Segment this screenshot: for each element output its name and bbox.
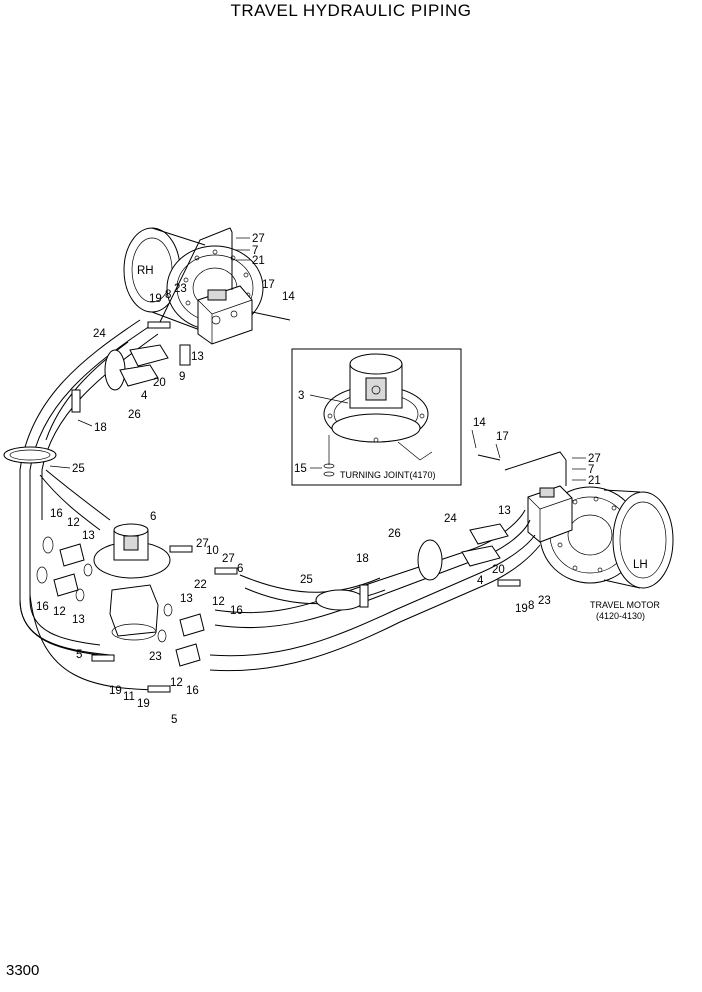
turning-joint-callout-3: 3 [298,390,304,402]
callout: 22 [194,579,207,591]
callout: 23 [149,651,162,663]
turning-joint-callout-15: 15 [294,463,307,475]
callout: 13 [191,351,204,363]
callout: 21 [588,475,601,487]
callout: 25 [300,574,313,586]
callout: 6 [150,511,156,523]
callout: 11 [123,691,135,703]
callout: 7 [588,464,594,476]
callout: 10 [206,545,219,557]
callout: 13 [180,593,193,605]
callout: 5 [171,714,177,726]
callout: 21 [252,255,265,267]
callout: 9 [179,371,185,383]
lh-label: LH [633,559,648,571]
callout: 18 [94,422,107,434]
callout: 6 [237,563,243,575]
callout: 17 [262,279,275,291]
turning-joint-label: TURNING JOINT(4170) [340,470,436,480]
rh-label: RH [137,265,154,277]
callout: 12 [170,677,183,689]
callout: 8 [165,289,171,301]
callout: 13 [498,505,511,517]
callout: 26 [128,409,141,421]
callout: 14 [282,291,295,303]
callout: 19 [149,293,162,305]
travel-motor-label: TRAVEL MOTOR [590,600,660,610]
callout: 8 [528,600,534,612]
callout: 13 [72,614,85,626]
turning-joint-inset: 3 15 TURNING JOINT(4170) [291,348,462,486]
callout: 23 [538,595,551,607]
callout: 17 [496,431,509,443]
callout: 12 [212,596,225,608]
callout: 16 [186,685,199,697]
travel-motor-ref-label: (4120-4130) [596,611,645,621]
callout: 16 [50,508,63,520]
callout: 20 [153,377,166,389]
callout: 27 [252,233,265,245]
page-title: TRAVEL HYDRAULIC PIPING [230,1,472,20]
callout: 25 [72,463,85,475]
callout: 27 [196,538,209,550]
callout: 7 [252,245,258,257]
callout: 24 [444,513,457,525]
callout: 13 [82,530,95,542]
callout: 26 [388,528,401,540]
hose-bundles [3,319,541,691]
callout: 16 [36,601,49,613]
callout: 4 [141,390,148,402]
callout-labels: 27 7 21 17 14 19 8 23 24 13 9 4 20 26 18… [36,233,601,726]
page-number: 3300 [6,962,40,979]
callout: 24 [93,328,106,340]
callout: 20 [492,564,505,576]
callout: 27 [588,453,601,465]
rh-travel-motor: RH [123,227,264,345]
callout: 14 [473,417,486,429]
callout: 19 [137,698,150,710]
callout: 27 [222,553,235,565]
callout: 19 [515,603,528,615]
callout: 5 [76,649,82,661]
lh-travel-motor: LH TRAVEL MOTOR (4120-4130) [527,485,674,621]
center-fittings [36,227,567,693]
callout: 4 [477,575,484,587]
callout: 12 [53,606,66,618]
callout: 16 [230,605,243,617]
callout: 18 [356,553,369,565]
callout: 19 [109,685,122,697]
callout: 23 [174,283,187,295]
callout: 12 [67,517,80,529]
